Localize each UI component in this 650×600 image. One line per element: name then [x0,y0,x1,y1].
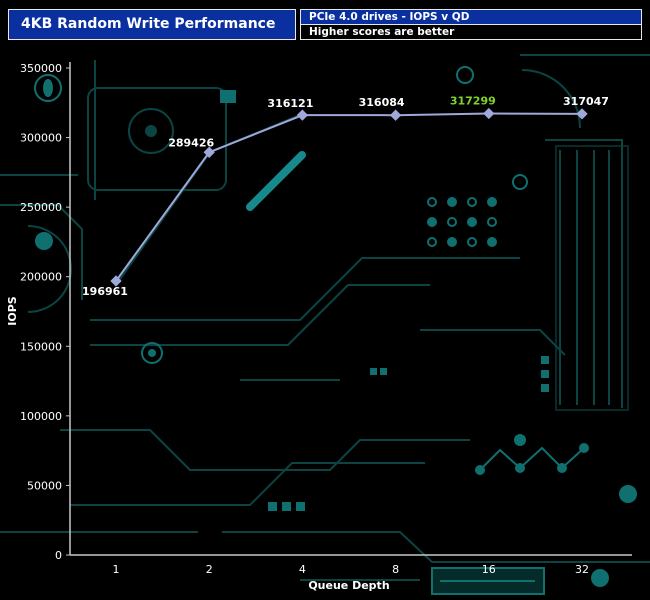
y-tick-label: 300000 [20,132,62,145]
data-point-marker [576,108,588,120]
data-point-label: 317047 [563,95,609,108]
x-tick-label: 16 [482,563,496,576]
y-tick-label: 50000 [27,479,62,492]
data-point-marker [389,109,402,121]
data-point-label: 289426 [168,136,214,149]
chart-subtitle-box: PCIe 4.0 drives - IOPS v QD Higher score… [300,9,642,40]
y-tick-label: 100000 [20,410,62,423]
data-point-label: 316121 [267,97,313,110]
data-point-marker [483,107,495,120]
chart-subtitle-bottom: Higher scores are better [301,25,641,39]
y-tick-label: 200000 [20,271,62,284]
data-point-label-highlighted: 317299 [450,95,496,108]
x-tick-label: 2 [206,563,213,576]
series-line [115,112,583,282]
y-tick-label: 0 [55,549,62,562]
data-point-marker [296,109,309,121]
data-point-label: 316084 [359,96,405,109]
x-tick-label: 8 [392,563,399,576]
data-point-label: 196961 [82,285,128,298]
y-tick-label: 250000 [20,201,62,214]
y-axis-title: IOPS [6,296,19,326]
x-tick-label: 4 [299,563,306,576]
x-axis-title: Queue Depth [308,579,389,592]
x-tick-label: 1 [113,563,120,576]
chart-subtitle-top: PCIe 4.0 drives - IOPS v QD [301,10,641,25]
y-tick-label: 150000 [20,340,62,353]
chart-title: 4KB Random Write Performance [8,9,296,40]
x-tick-label: 32 [575,563,589,576]
y-tick-label: 350000 [20,62,62,75]
